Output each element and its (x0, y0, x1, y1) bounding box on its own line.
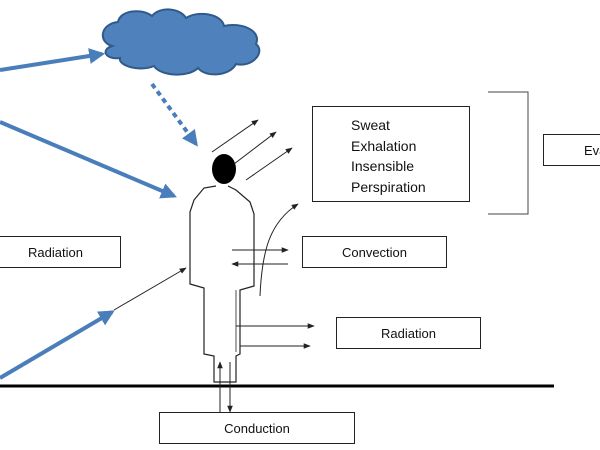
radiation-left-label: Radiation (28, 244, 83, 260)
radiation-left-box: Radiation (0, 236, 121, 268)
evap-arrow-1 (211, 119, 259, 153)
head (212, 154, 236, 184)
evaporation-bracket (488, 91, 529, 215)
evap-item-sweat: Sweat (351, 117, 390, 133)
solar-arrow-middle (0, 120, 177, 199)
evaporation-list-box: Sweat Exhalation Insensible Perspiration (312, 106, 470, 202)
conduction-box: Conduction (159, 412, 355, 444)
evap-item-perspiration: Perspiration (351, 178, 426, 195)
reflected-radiation-arrow (113, 267, 187, 311)
evap-item-exhalation: Exhalation (351, 137, 417, 154)
solar-arrow-top (0, 48, 106, 72)
convection-curve-arrow (259, 203, 299, 297)
evap-item-insensible: Insensible (351, 158, 415, 174)
convection-label: Convection (341, 244, 408, 260)
evaporation-label: Eva (584, 142, 600, 158)
radiation-right-box: Radiation (336, 317, 481, 349)
convection-box: Convection (302, 236, 447, 268)
conduction-label: Conduction (224, 420, 290, 436)
cloud-dotted-arrow (150, 82, 198, 147)
evaporation-label-box: Eva (543, 134, 600, 166)
solar-arrow-bottom (0, 310, 115, 380)
body-outline (189, 185, 255, 383)
radiation-right-label: Radiation (381, 325, 436, 341)
evap-arrow-2 (233, 131, 277, 165)
evap-arrow-3 (245, 147, 293, 181)
cloud-icon (102, 8, 261, 76)
